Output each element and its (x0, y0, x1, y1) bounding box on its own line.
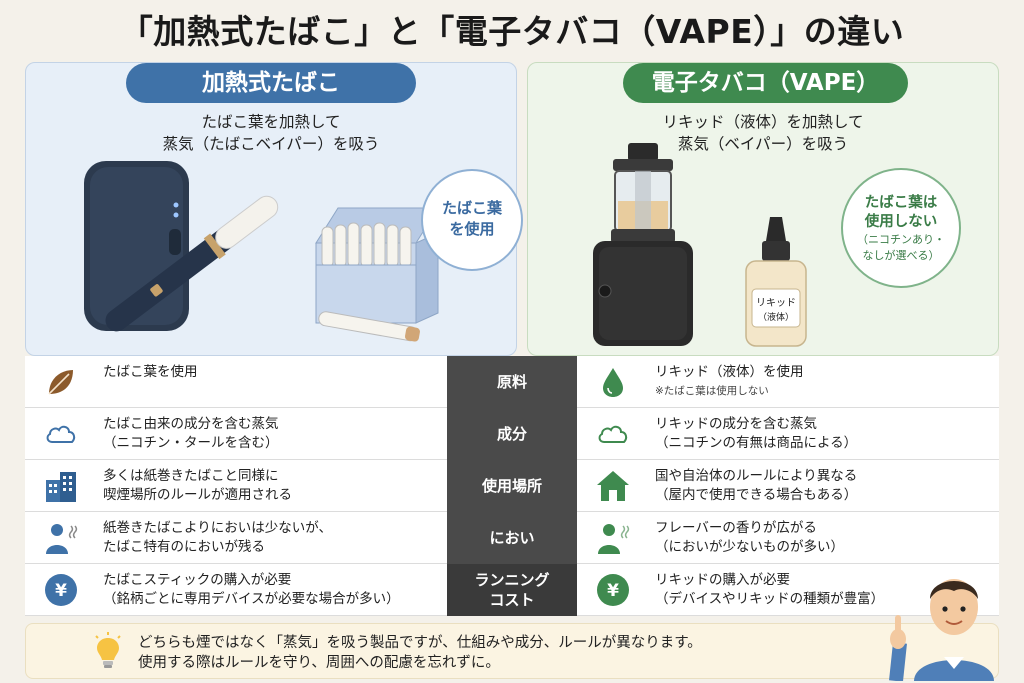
vape-smell-text: フレーバーの香りが広がる (655, 520, 817, 536)
tobacco-leaf-used-bubble-line2: を使用 (449, 220, 495, 238)
category-ingredient-label: 原料 (447, 356, 577, 408)
vape-location-cell: 国や自治体のルールにより異なる （屋内で使用できる場合もある） (577, 460, 999, 512)
tobacco-leaf-used-bubble-line1: たばこ葉 (441, 199, 502, 217)
house-icon (597, 471, 629, 501)
cloud-icon (598, 425, 628, 443)
heated-tobacco-description-line1: たばこ葉を加熱して (201, 113, 341, 131)
summary-footer: どちらも煙ではなく「蒸気」を吸う製品ですが、仕組みや成分、ルールが異なります。 … (25, 623, 999, 679)
yen-coin-icon: ¥ (45, 574, 77, 606)
heated-tobacco-ingredient-text: たばこ葉を使用 (103, 364, 198, 380)
comparison-row-ingredient: たばこ葉を使用 原料 リキッド（液体）を使用 ※たばこ葉は使用しない (25, 356, 999, 408)
svg-text:¥: ¥ (55, 581, 67, 601)
heated-tobacco-location-cell: 多くは紙巻きたばこと同様に 喫煙場所のルールが適用される (25, 460, 447, 512)
vape-components-text: リキッドの成分を含む蒸気 (655, 416, 817, 432)
comparison-row-usage-location: 多くは紙巻きたばこと同様に 喫煙場所のルールが適用される 使用場所 国や自治体の… (25, 460, 999, 512)
vape-ingredient-note: ※たばこ葉は使用しない (655, 385, 769, 397)
vape-cost-cell: ¥ リキッドの購入が必要 （デバイスやリキッドの種類が豊富） (577, 564, 999, 616)
heated-tobacco-location-text: 多くは紙巻きたばこと同様に (103, 468, 279, 484)
lightbulb-icon (95, 632, 121, 668)
vape-location-text: 国や自治体のルールにより異なる (655, 468, 858, 484)
person-smell-icon (598, 524, 630, 554)
category-components-label: 成分 (447, 408, 577, 460)
tobacco-leaf-used-bubble: たばこ葉 を使用 (421, 169, 523, 271)
comparison-row-smell: 紙巻きたばこよりにおいは少ないが、 たばこ特有のにおいが残る におい フレーバー… (25, 512, 999, 564)
category-running-cost-label: ランニング コスト (447, 564, 577, 616)
e-liquid-bottle-illustration: リキッド （液体） (745, 217, 807, 347)
summary-text: どちらも煙ではなく「蒸気」を吸う製品ですが、仕組みや成分、ルールが異なります。 … (138, 633, 702, 673)
no-tobacco-leaf-bubble: たばこ葉は 使用しない （ニコチンあり・ なしが選べる） (841, 168, 961, 288)
heated-tobacco-components-note: （ニコチン・タールを含む） (103, 435, 279, 451)
vape-device-illustration (593, 143, 693, 346)
heated-tobacco-components-text: たばこ由来の成分を含む蒸気 (103, 416, 279, 432)
person-smell-icon (46, 524, 78, 554)
e-liquid-bottle-label-line2: （液体） (758, 311, 794, 323)
leaf-icon (48, 370, 73, 395)
vape-ingredient-cell: リキッド（液体）を使用 ※たばこ葉は使用しない (577, 356, 999, 408)
heated-tobacco-cost-text: たばこスティックの購入が必要 (103, 572, 292, 588)
vape-description-line1: リキッド（液体）を加熱して (662, 113, 864, 131)
e-liquid-bottle-label-line1: リキッド (756, 298, 796, 309)
building-icon (46, 472, 76, 502)
droplet-icon (603, 368, 623, 397)
heated-tobacco-ingredient-cell: たばこ葉を使用 (25, 356, 447, 408)
summary-line2: 使用する際はルールを守り、周囲への配慮を忘れずに。 (138, 655, 500, 671)
yen-coin-icon: ¥ (597, 574, 629, 606)
presenter-man-illustration (889, 579, 994, 681)
comparison-row-running-cost: ¥ たばこスティックの購入が必要 （銘柄ごとに専用デバイスが必要な場合が多い） … (25, 564, 999, 616)
vape-description-line2: 蒸気（ベイパー）を吸う (677, 135, 849, 153)
vape-label: 電子タバコ（VAPE） (623, 63, 908, 103)
category-running-cost-line1: ランニング (474, 571, 550, 589)
vape-description: リキッド（液体）を加熱して 蒸気（ベイパー）を吸う (528, 111, 998, 155)
heated-tobacco-description: たばこ葉を加熱して 蒸気（たばこベイパー）を吸う (26, 111, 516, 155)
vape-components-cell: リキッドの成分を含む蒸気 （ニコチンの有無は商品による） (577, 408, 999, 460)
page-title: 「加熱式たばこ」と「電子タバコ（VAPE）」の違い (119, 12, 905, 51)
heated-tobacco-cost-note: （銘柄ごとに専用デバイスが必要な場合が多い） (103, 591, 400, 607)
heated-tobacco-location-note: 喫煙場所のルールが適用される (103, 487, 292, 503)
vape-cost-text: リキッドの購入が必要 (655, 572, 790, 588)
svg-text:¥: ¥ (607, 581, 619, 601)
vape-cost-note: （デバイスやリキッドの種類が豊富） (655, 591, 885, 607)
heated-tobacco-device-illustration (84, 161, 279, 332)
heated-tobacco-description-line2: 蒸気（たばこベイパー）を吸う (162, 135, 380, 153)
no-tobacco-leaf-bubble-line2: 使用しない (864, 214, 938, 230)
heated-tobacco-smell-note: たばこ特有のにおいが残る (103, 539, 265, 555)
cloud-icon (46, 425, 76, 443)
vape-ingredient-text: リキッド（液体）を使用 (655, 364, 804, 380)
category-running-cost-line2: コスト (489, 591, 535, 609)
heated-tobacco-components-cell: たばこ由来の成分を含む蒸気 （ニコチン・タールを含む） (25, 408, 447, 460)
heated-tobacco-smell-cell: 紙巻きたばこよりにおいは少ないが、 たばこ特有のにおいが残る (25, 512, 447, 564)
vape-smell-note: （においが少ないものが多い） (655, 539, 844, 555)
vape-components-note: （ニコチンの有無は商品による） (655, 435, 858, 451)
tobacco-stick-pack-illustration (315, 207, 439, 342)
heated-tobacco-cost-cell: ¥ たばこスティックの購入が必要 （銘柄ごとに専用デバイスが必要な場合が多い） (25, 564, 447, 616)
vape-smell-cell: フレーバーの香りが広がる （においが少ないものが多い） (577, 512, 999, 564)
heated-tobacco-panel: 加熱式たばこ たばこ葉を加熱して 蒸気（たばこベイパー）を吸う (25, 62, 523, 356)
category-usage-location-label: 使用場所 (447, 460, 577, 512)
vape-location-note: （屋内で使用できる場合もある） (655, 487, 858, 503)
comparison-row-components: たばこ由来の成分を含む蒸気 （ニコチン・タールを含む） 成分 リキッドの成分を含… (25, 408, 999, 460)
vape-panel: 電子タバコ（VAPE） リキッド（液体）を加熱して 蒸気（ベイパー）を吸う リキ… (527, 62, 999, 356)
nicotine-choice-note-line2: なしが選べる） (862, 249, 940, 262)
nicotine-choice-note-line1: （ニコチンあり・ (857, 233, 945, 246)
heated-tobacco-smell-text: 紙巻きたばこよりにおいは少ないが、 (103, 520, 332, 536)
no-tobacco-leaf-bubble-line1: たばこ葉は (864, 195, 938, 211)
summary-line1: どちらも煙ではなく「蒸気」を吸う製品ですが、仕組みや成分、ルールが異なります。 (138, 635, 702, 651)
heated-tobacco-label: 加熱式たばこ (126, 63, 416, 103)
category-smell-label: におい (447, 512, 577, 564)
